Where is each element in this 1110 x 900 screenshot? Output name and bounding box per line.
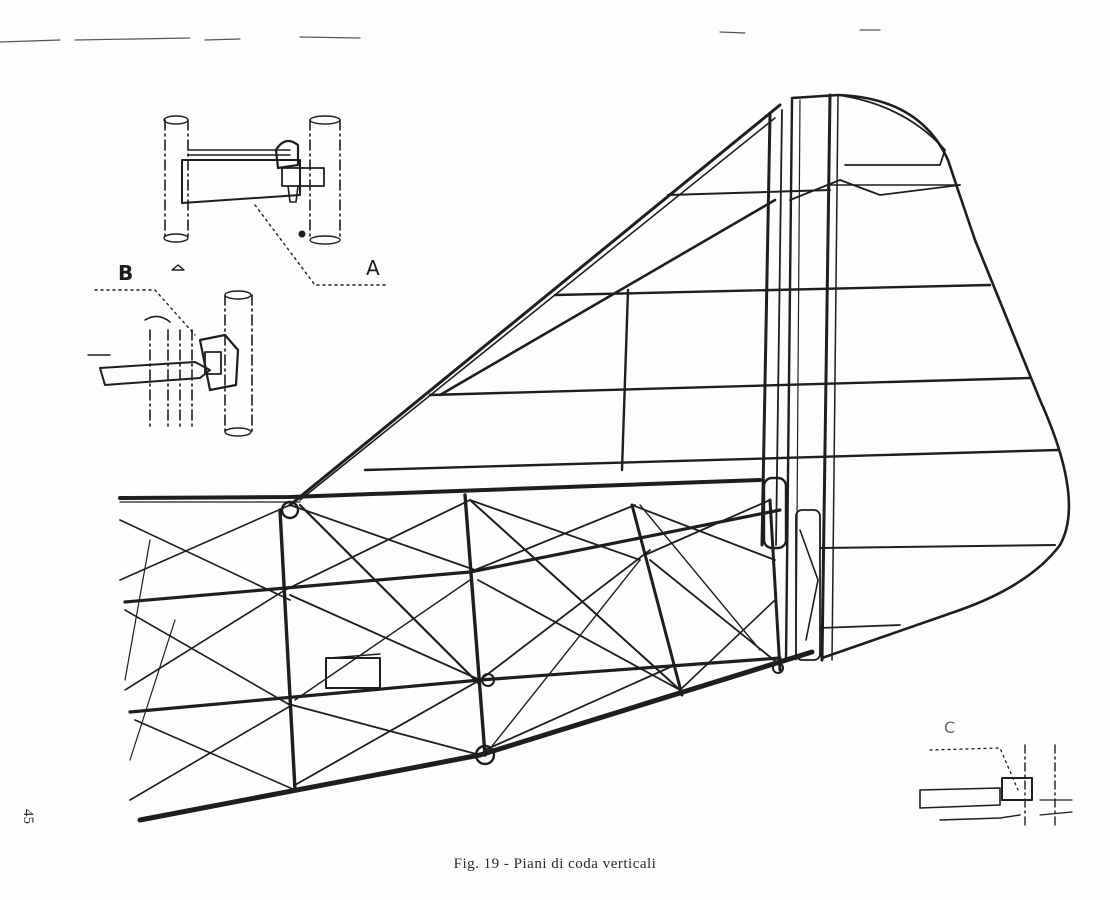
- rudder-top-curve: [837, 94, 946, 166]
- rudder-hinge-post-2: [831, 95, 839, 661]
- detail-label-b: B: [118, 261, 134, 285]
- fin-leading-edge-inner: [299, 117, 776, 501]
- fin-post: [760, 113, 772, 547]
- fin-rear-post: [784, 98, 794, 662]
- page-number: 45: [20, 809, 36, 824]
- rudder-fitting-1: [762, 476, 788, 550]
- detail-b-drawing: [87, 264, 253, 437]
- fin-rib-3: [363, 448, 1060, 472]
- fin-leading-edge: [288, 103, 782, 507]
- scan-edge-line: [0, 29, 881, 43]
- strut-2: [463, 493, 487, 757]
- detail-label-a: A: [366, 256, 380, 280]
- strut-3: [630, 503, 684, 697]
- fin-rib-4: [819, 544, 1056, 549]
- fin-rib-5: [819, 624, 901, 629]
- rudder-outline: [790, 93, 1071, 660]
- rudder-fitting-2: [795, 509, 821, 661]
- fin-rib-2: [428, 376, 1032, 397]
- strut-4: [768, 498, 782, 672]
- fuselage-box: [325, 657, 381, 689]
- strut-1: [278, 508, 297, 792]
- upper-longeron: [118, 478, 762, 500]
- detail-label-c: C: [944, 718, 956, 737]
- detail-c-drawing: [919, 744, 1073, 826]
- detail-a-drawing: [163, 115, 386, 286]
- figure-caption: Fig. 19 - Piani di coda verticali: [453, 856, 657, 872]
- rudder-hinge-post: [820, 93, 832, 662]
- fin-post-2: [775, 109, 783, 546]
- lower-mid-longeron: [128, 656, 782, 714]
